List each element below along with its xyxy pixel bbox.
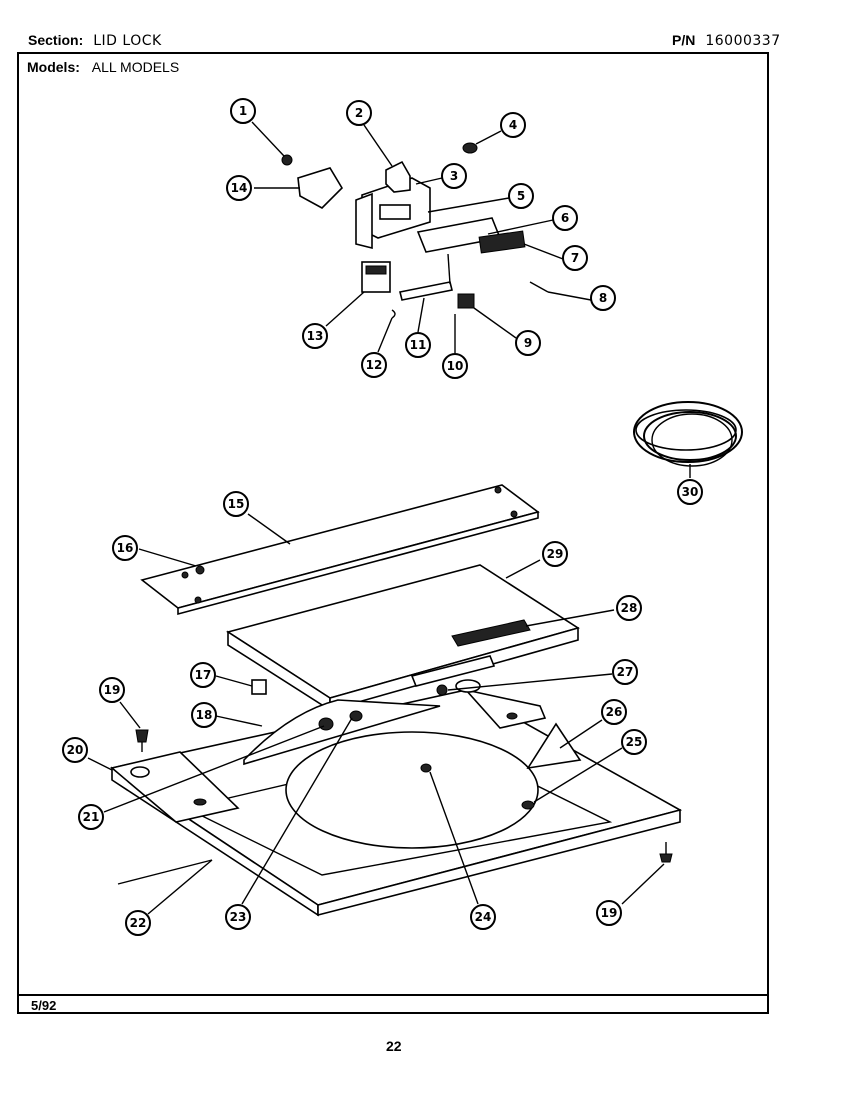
callout-6: 6 bbox=[552, 205, 578, 231]
part-number-header: P/N 16000337 bbox=[672, 32, 781, 49]
models-value: ALL MODELS bbox=[91, 59, 180, 75]
svg-text:20: 20 bbox=[67, 743, 84, 757]
svg-text:3: 3 bbox=[450, 169, 458, 183]
svg-text:15: 15 bbox=[228, 497, 245, 511]
callout-22: 22 bbox=[125, 910, 151, 936]
callout-1: 1 bbox=[230, 98, 256, 124]
svg-text:4: 4 bbox=[509, 118, 517, 132]
svg-text:9: 9 bbox=[524, 336, 532, 350]
callout-20: 20 bbox=[62, 737, 88, 763]
svg-text:16: 16 bbox=[117, 541, 134, 555]
svg-text:1: 1 bbox=[239, 104, 247, 118]
callout-19-left: 19 bbox=[99, 677, 125, 703]
page-number: 22 bbox=[386, 1038, 402, 1054]
callout-16: 16 bbox=[112, 535, 138, 561]
svg-text:22: 22 bbox=[130, 916, 147, 930]
svg-text:26: 26 bbox=[606, 705, 623, 719]
callout-7: 7 bbox=[562, 245, 588, 271]
section-label: Section: bbox=[28, 32, 84, 48]
svg-text:6: 6 bbox=[561, 211, 569, 225]
callout-17: 17 bbox=[190, 662, 216, 688]
callout-9: 9 bbox=[515, 330, 541, 356]
callout-18: 18 bbox=[191, 702, 217, 728]
models-label: Models: bbox=[27, 59, 80, 75]
models-header: Models: ALL MODELS bbox=[27, 59, 179, 75]
svg-text:11: 11 bbox=[410, 338, 427, 352]
svg-text:7: 7 bbox=[571, 251, 579, 265]
svg-text:14: 14 bbox=[231, 181, 248, 195]
section-header: Section: LID LOCK bbox=[28, 32, 162, 49]
hinge-bar-drawing bbox=[140, 484, 540, 616]
svg-text:2: 2 bbox=[355, 106, 363, 120]
footer-divider bbox=[19, 994, 767, 996]
svg-text:29: 29 bbox=[547, 547, 564, 561]
section-value: LID LOCK bbox=[93, 33, 162, 49]
svg-text:5: 5 bbox=[517, 189, 525, 203]
callout-2: 2 bbox=[346, 100, 372, 126]
callout-15: 15 bbox=[223, 491, 249, 517]
svg-text:8: 8 bbox=[599, 291, 607, 305]
lid-drawing bbox=[226, 564, 580, 712]
svg-text:19: 19 bbox=[601, 906, 618, 920]
switch-lever-drawing bbox=[243, 699, 441, 766]
callout-21: 21 bbox=[78, 804, 104, 830]
svg-text:28: 28 bbox=[621, 601, 638, 615]
callout-13: 13 bbox=[302, 323, 328, 349]
svg-text:18: 18 bbox=[196, 708, 213, 722]
svg-text:21: 21 bbox=[83, 810, 100, 824]
callout-19-right: 19 bbox=[596, 900, 622, 926]
svg-text:30: 30 bbox=[682, 485, 699, 499]
svg-text:12: 12 bbox=[366, 358, 383, 372]
callout-29: 29 bbox=[542, 541, 568, 567]
svg-text:27: 27 bbox=[617, 665, 634, 679]
callout-5: 5 bbox=[508, 183, 534, 209]
pn-value: 16000337 bbox=[705, 33, 781, 49]
top-cover-drawing bbox=[109, 679, 683, 917]
svg-text:24: 24 bbox=[475, 910, 492, 924]
svg-text:19: 19 bbox=[104, 683, 121, 697]
callout-12: 12 bbox=[361, 352, 387, 378]
callout-24: 24 bbox=[470, 904, 496, 930]
callout-10: 10 bbox=[442, 353, 468, 379]
callout-14: 14 bbox=[226, 175, 252, 201]
callout-26: 26 bbox=[601, 699, 627, 725]
pn-label: P/N bbox=[672, 32, 696, 48]
svg-text:25: 25 bbox=[626, 735, 643, 749]
svg-text:17: 17 bbox=[195, 668, 212, 682]
callout-3: 3 bbox=[441, 163, 467, 189]
revision-date: 5/92 bbox=[31, 998, 57, 1013]
callout-4: 4 bbox=[500, 112, 526, 138]
callout-25: 25 bbox=[621, 729, 647, 755]
lid-lock-assembly-drawing bbox=[281, 142, 549, 319]
svg-text:23: 23 bbox=[230, 910, 247, 924]
callout-11: 11 bbox=[405, 332, 431, 358]
callout-23: 23 bbox=[225, 904, 251, 930]
callout-28: 28 bbox=[616, 595, 642, 621]
wire-harness-drawing bbox=[633, 401, 743, 467]
diagram-frame: Models: ALL MODELS 5/92 bbox=[17, 52, 769, 1014]
svg-text:10: 10 bbox=[447, 359, 464, 373]
callout-8: 8 bbox=[590, 285, 616, 311]
callout-27: 27 bbox=[612, 659, 638, 685]
svg-text:13: 13 bbox=[307, 329, 324, 343]
leader-lines bbox=[87, 121, 691, 915]
callout-30: 30 bbox=[677, 479, 703, 505]
